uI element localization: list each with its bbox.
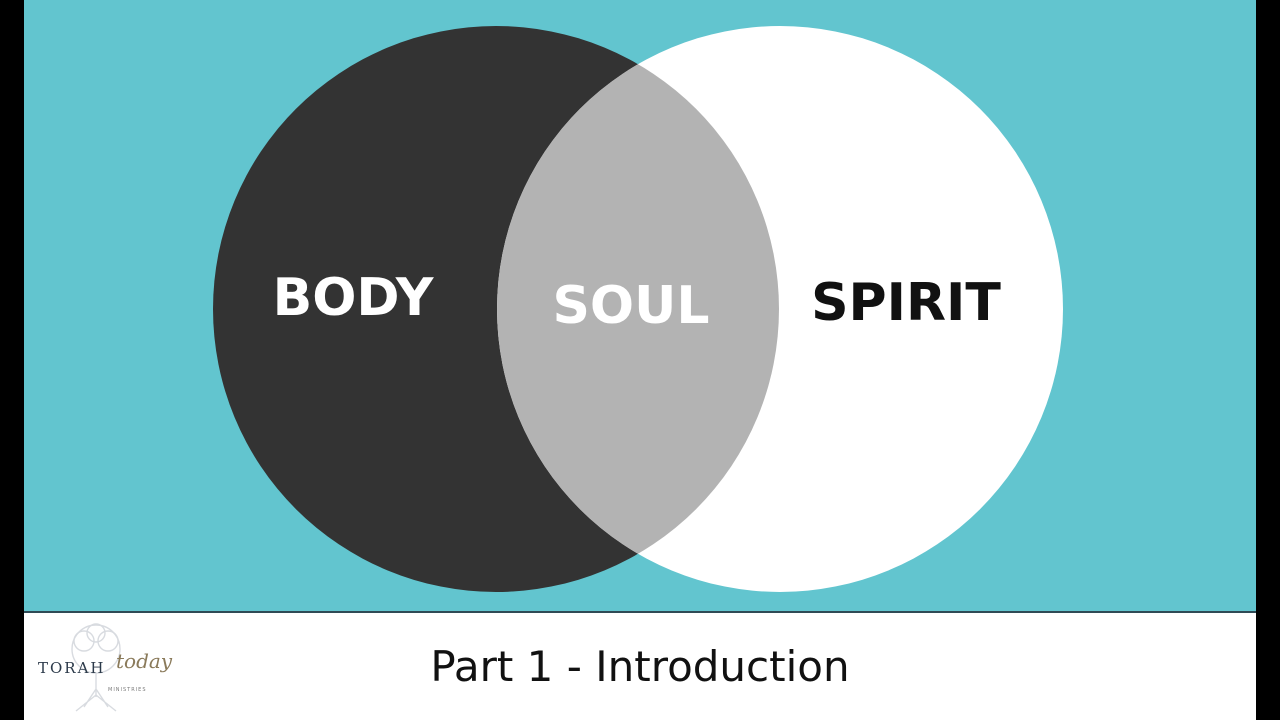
venn-diagram: BODY SOUL SPIRIT <box>213 26 1063 592</box>
footer-divider <box>24 611 1256 613</box>
soul-overlap <box>497 26 779 592</box>
body-label: BODY <box>273 268 435 328</box>
video-frame: BODY SOUL SPIRIT TORAH today MINISTRIES … <box>24 0 1256 720</box>
video-caption: Part 1 - Introduction <box>430 642 850 691</box>
torah-today-logo: TORAH today MINISTRIES <box>36 619 172 715</box>
slide-area: BODY SOUL SPIRIT <box>24 0 1256 612</box>
logo-word: TORAH <box>38 659 106 677</box>
footer-bar: TORAH today MINISTRIES Part 1 - Introduc… <box>24 613 1256 720</box>
logo-script: today <box>116 649 173 673</box>
tree-icon <box>71 623 121 712</box>
soul-label: SOUL <box>552 276 709 336</box>
spirit-label: SPIRIT <box>811 273 1001 333</box>
logo-sub: MINISTRIES <box>108 687 147 693</box>
